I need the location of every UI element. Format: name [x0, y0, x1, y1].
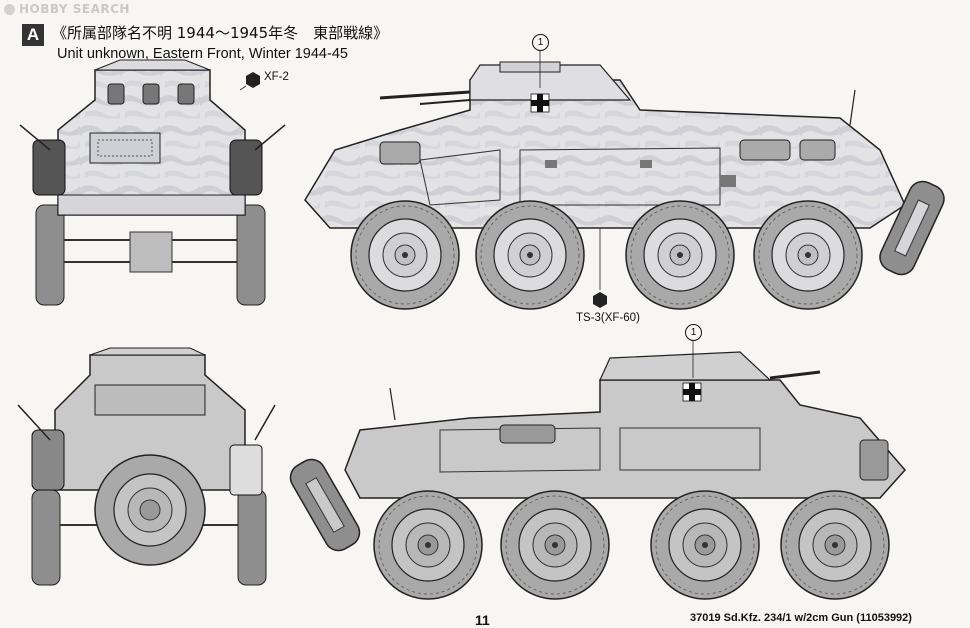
footer-caption: 37019 Sd.Kfz. 234/1 w/2cm Gun (11053992): [690, 612, 912, 624]
marker-1-top: 1: [532, 34, 549, 51]
side-view-winter: [304, 61, 945, 310]
label-xf2: XF-2: [264, 71, 289, 83]
page-number: 11: [475, 612, 490, 628]
marker-1-bottom: 1: [685, 324, 702, 341]
label-ts3: TS-3(XF-60): [576, 312, 640, 324]
watermark-text: HOBBY SEARCH: [19, 2, 130, 16]
color-marker-ts3-icon: [593, 292, 607, 308]
rear-view-grey: [17, 347, 276, 586]
front-view-winter: [19, 59, 286, 306]
title-japanese: 《所属部隊名不明 1944〜1945年冬 東部戦線》: [52, 24, 389, 42]
side-view-grey: [289, 351, 906, 600]
color-marker-xf2-icon: [246, 72, 260, 88]
watermark: HOBBY SEARCH: [4, 2, 130, 16]
watermark-logo-icon: [4, 3, 15, 15]
section-badge: A: [22, 24, 44, 46]
title-english: Unit unknown, Eastern Front, Winter 1944…: [57, 46, 348, 62]
